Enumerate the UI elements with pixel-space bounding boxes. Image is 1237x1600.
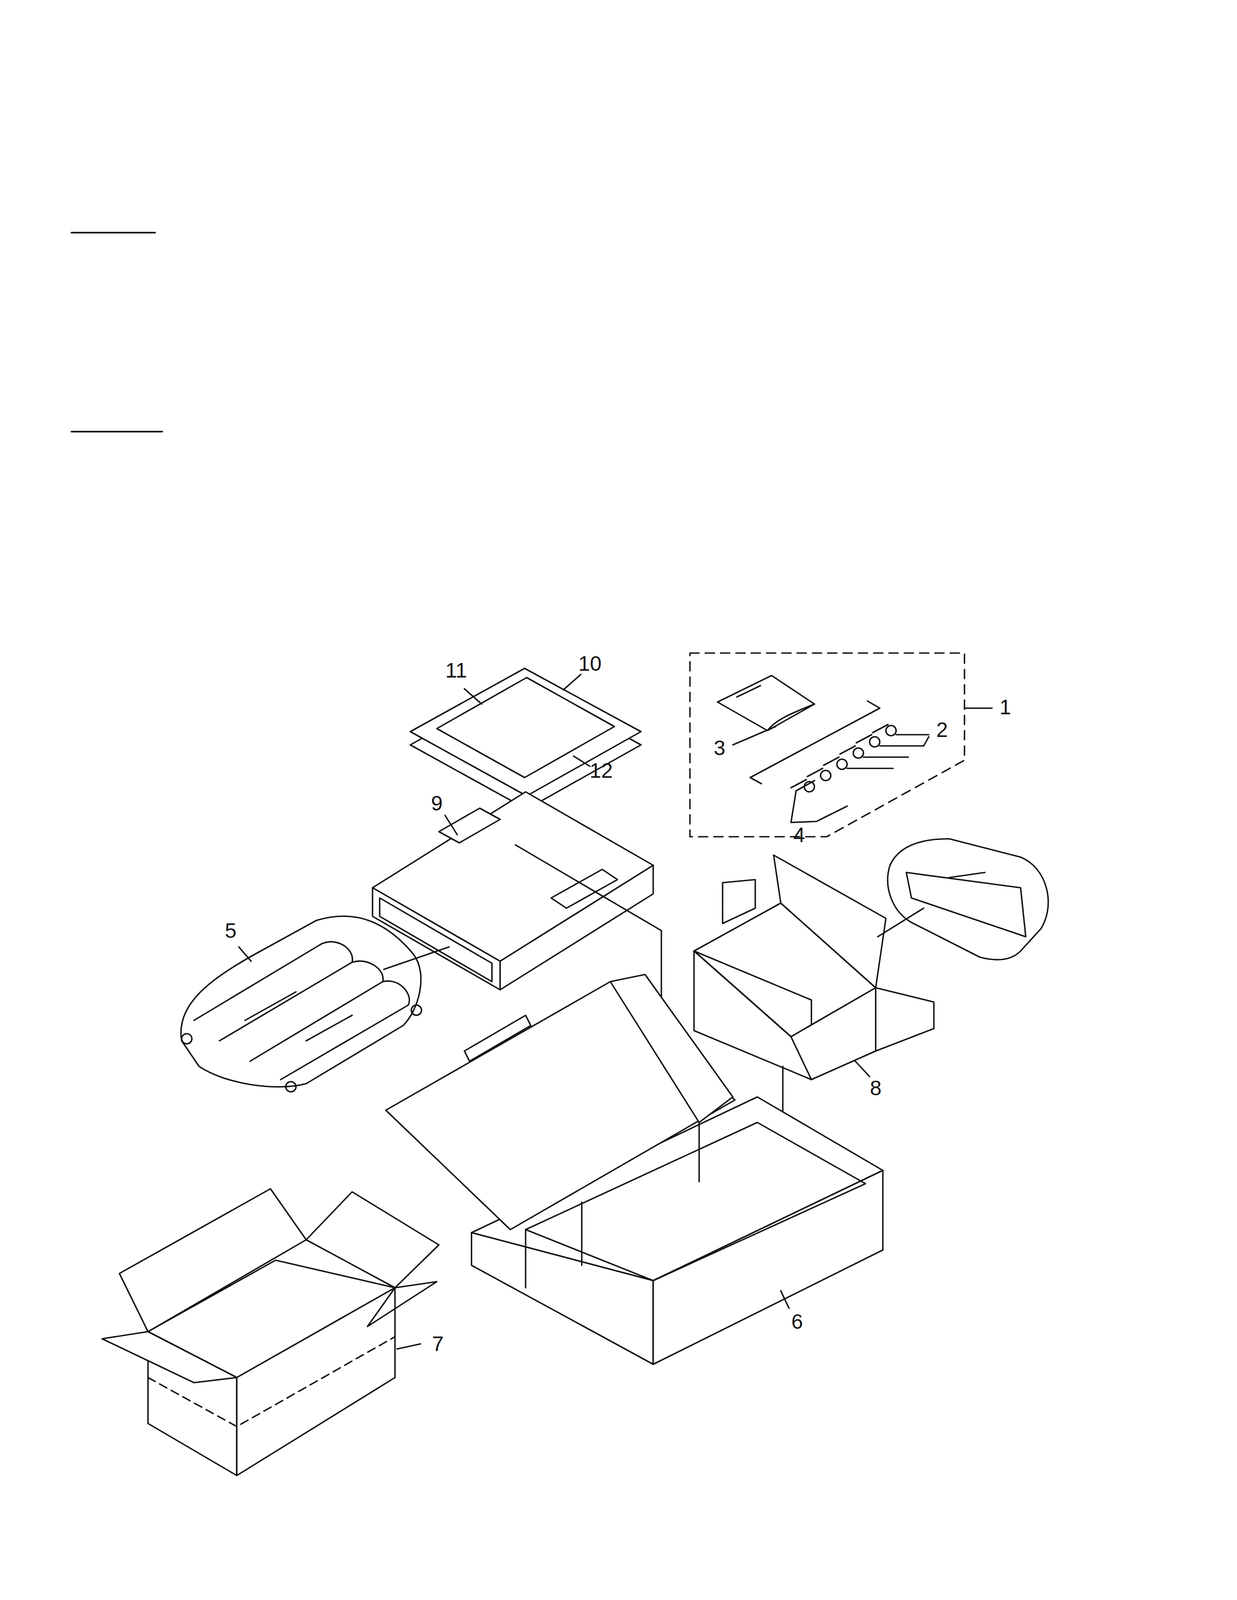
callout-number: 3 <box>713 737 726 759</box>
callout-number: 7 <box>431 1333 444 1355</box>
callout-number: 10 <box>578 653 602 675</box>
callout-number: 2 <box>936 719 949 741</box>
callout-number: 9 <box>430 792 443 814</box>
callout-number: 5 <box>224 920 237 942</box>
callout-number: 6 <box>791 1311 803 1333</box>
callout-number: 1 <box>999 696 1012 718</box>
callout-number: 11 <box>445 660 468 681</box>
callout-number: 12 <box>589 760 613 782</box>
callout-number: 4 <box>793 824 806 846</box>
callout-number: 8 <box>870 1077 882 1099</box>
